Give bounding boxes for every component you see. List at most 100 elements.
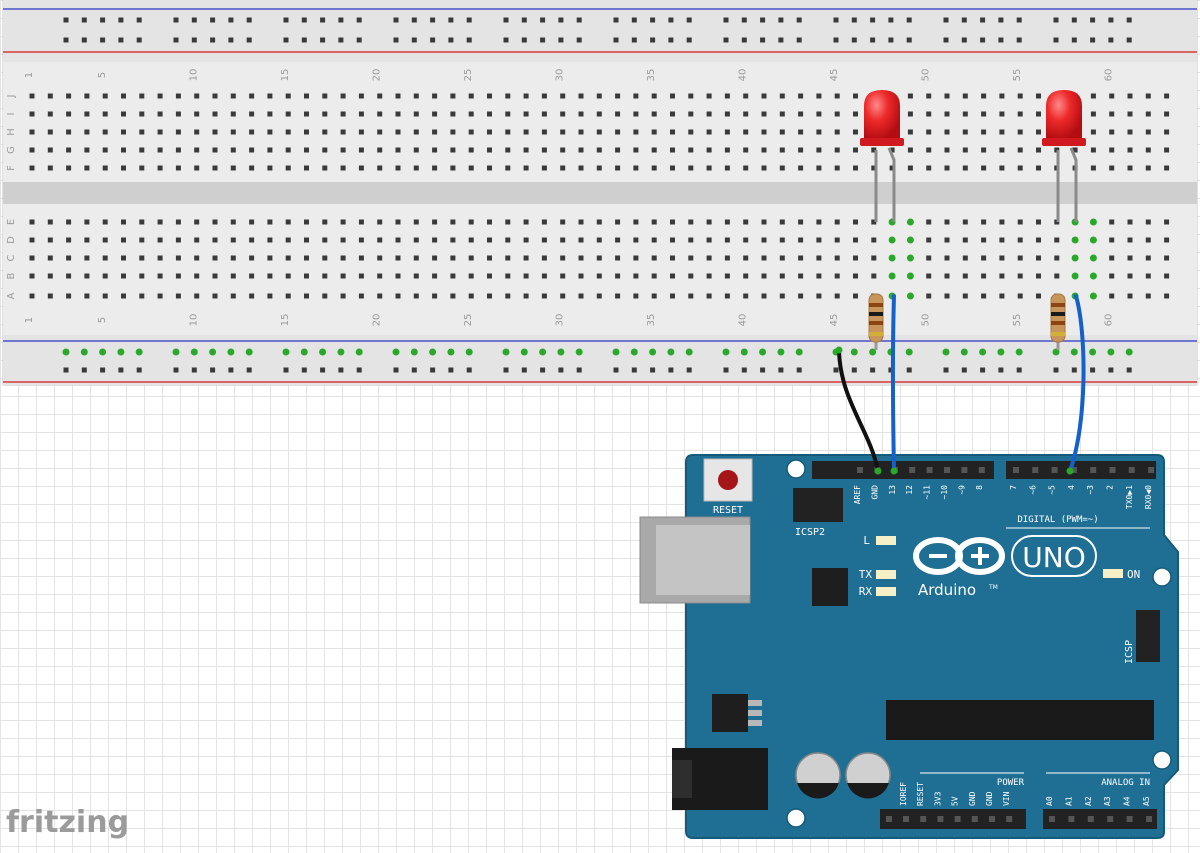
column-label: 40 <box>738 69 749 82</box>
breadboard-hole <box>560 111 566 117</box>
header-pin-hole <box>1126 816 1133 822</box>
breadboard-hole <box>651 219 657 225</box>
rail-hole <box>998 17 1004 23</box>
breadboard-hole <box>285 237 291 243</box>
breadboard-hole <box>102 111 108 117</box>
breadboard-hole <box>212 293 218 299</box>
breadboard-hole <box>377 147 383 153</box>
rail-hole <box>961 367 967 373</box>
breadboard-hole <box>139 147 145 153</box>
breadboard-hole <box>670 93 675 99</box>
breadboard-hole <box>962 165 968 171</box>
breadboard-hole <box>596 255 602 261</box>
rail-hole <box>1071 17 1077 23</box>
breadboard-hole <box>340 293 346 299</box>
rail-hole <box>723 17 729 23</box>
signal-wire-pin13[interactable] <box>890 294 896 473</box>
breadboard-hole <box>304 219 309 225</box>
led-1[interactable] <box>860 90 904 222</box>
row-label: B <box>6 272 17 279</box>
breadboard-hole <box>743 93 749 99</box>
breadboard-hole <box>853 293 858 299</box>
breadboard-hole <box>395 93 401 99</box>
breadboard-hole <box>798 219 804 225</box>
rail-hole <box>741 367 747 373</box>
breadboard-hole <box>322 111 328 117</box>
connected-hole <box>1089 236 1097 244</box>
breadboard-hole <box>249 93 255 99</box>
rail-hole <box>283 367 289 373</box>
breadboard-hole <box>395 129 401 135</box>
breadboard-hole <box>798 237 804 243</box>
breadboard-hole <box>267 129 273 135</box>
breadboard-hole <box>724 165 730 171</box>
rail-hole <box>466 367 472 373</box>
rail-hole <box>851 17 857 23</box>
rail-hole <box>906 17 912 23</box>
breadboard-hole <box>249 237 255 243</box>
rail-hole <box>741 17 747 23</box>
column-label: 60 <box>1104 69 1115 82</box>
row-label: I <box>6 113 17 116</box>
breadboard-hole <box>944 255 950 261</box>
breadboard-hole <box>175 237 181 243</box>
connected-hole <box>906 292 914 300</box>
breadboard-hole <box>285 273 291 279</box>
breadboard-hole <box>432 111 438 117</box>
breadboard-hole <box>560 165 566 171</box>
rail-hole <box>613 17 619 23</box>
breadboard-hole <box>66 93 72 99</box>
breadboard-hole <box>432 93 438 99</box>
rail-hole <box>998 37 1004 43</box>
breadboard-hole <box>761 237 767 243</box>
breadboard-hole <box>285 293 291 299</box>
rail-hole <box>81 17 87 23</box>
breadboard-hole <box>450 237 456 243</box>
breadboard-hole <box>1127 293 1133 299</box>
breadboard[interactable]: 1155101015152020252530303535404045455050… <box>2 0 1198 386</box>
breadboard-hole <box>377 165 383 171</box>
breadboard-hole <box>1164 165 1170 171</box>
resistor-2[interactable] <box>1050 293 1066 350</box>
led-tx <box>876 570 896 579</box>
breadboard-hole <box>578 255 584 261</box>
breadboard-hole <box>670 147 675 153</box>
breadboard-hole <box>560 129 566 135</box>
connected-rail-hole <box>465 348 473 356</box>
breadboard-hole <box>541 147 547 153</box>
signal-wire-pin4[interactable] <box>1068 294 1086 473</box>
breadboard-hole <box>84 237 90 243</box>
pin-label: 13 <box>888 485 897 495</box>
breadboard-hole <box>999 273 1005 279</box>
rail-hole <box>430 17 436 23</box>
breadboard-hole <box>340 165 346 171</box>
connected-rail-hole <box>1052 348 1060 356</box>
rail-hole <box>943 17 949 23</box>
resistor-1[interactable] <box>868 293 884 350</box>
breadboard-hole <box>230 237 236 243</box>
usb-chip <box>812 568 848 606</box>
breadboard-hole <box>29 147 35 153</box>
breadboard-hole <box>84 93 90 99</box>
reset-button-cap[interactable] <box>718 470 738 490</box>
rail-hole <box>246 17 252 23</box>
connected-rail-hole <box>282 348 290 356</box>
rail-hole <box>1108 367 1114 373</box>
led-l-label: L <box>863 534 870 547</box>
breadboard-hole <box>944 219 950 225</box>
breadboard-hole <box>651 147 657 153</box>
breadboard-hole <box>834 237 840 243</box>
column-label: 20 <box>372 69 383 82</box>
led-2[interactable] <box>1042 90 1086 222</box>
usb-connector-face <box>656 525 750 595</box>
header-pin-hole <box>909 467 916 473</box>
breadboard-hole <box>743 129 749 135</box>
breadboard-hole <box>816 165 822 171</box>
header-pin-hole <box>971 816 978 822</box>
breadboard-hole <box>706 111 712 117</box>
gnd-wire[interactable] <box>837 348 880 473</box>
breadboard-hole <box>596 111 602 117</box>
rail-hole <box>100 17 106 23</box>
